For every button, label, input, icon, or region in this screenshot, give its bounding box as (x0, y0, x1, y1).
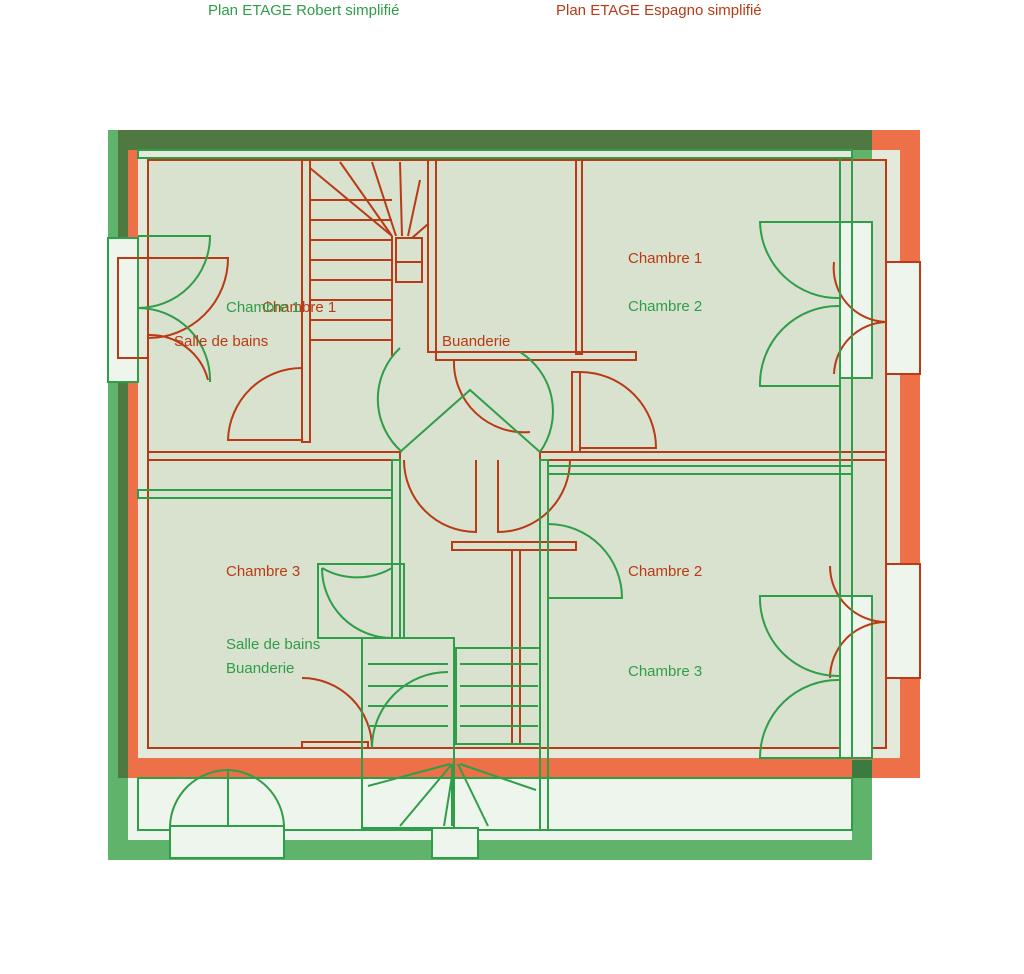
interior-floor (147, 159, 887, 749)
espagno-label-chambre2: Chambre 2 (628, 563, 702, 580)
robert-room-labels: Chambre 1 Chambre 2 Salle de bains Buand… (226, 298, 702, 680)
espagno-label-chambre1-right: Chambre 1 (628, 250, 702, 267)
robert-balcony (137, 777, 853, 859)
robert-interior-walls (137, 149, 853, 831)
robert-label-salle-de-bains: Salle de bains (226, 636, 320, 653)
espagno-interior-walls (147, 159, 887, 749)
robert-label-chambre2: Chambre 2 (628, 298, 702, 315)
legend-espagno-plan: Plan ETAGE Espagno simplifié (556, 2, 762, 19)
espagno-label-buanderie: Buanderie (442, 333, 510, 350)
espagno-room-labels: Chambre 1 Salle de bains Buanderie Chamb… (174, 250, 702, 580)
espagno-label-chambre3: Chambre 3 (226, 563, 300, 580)
robert-label-chambre3: Chambre 3 (628, 663, 702, 680)
espagno-label-salle-de-bains: Salle de bains (174, 333, 268, 350)
espagno-label-chambre1-left: Chambre 1 (262, 299, 336, 316)
legend-robert-plan: Plan ETAGE Robert simplifié (208, 2, 400, 19)
robert-label-buanderie: Buanderie (226, 660, 294, 677)
robert-label-chambre1: Chambre 1 (226, 299, 300, 316)
